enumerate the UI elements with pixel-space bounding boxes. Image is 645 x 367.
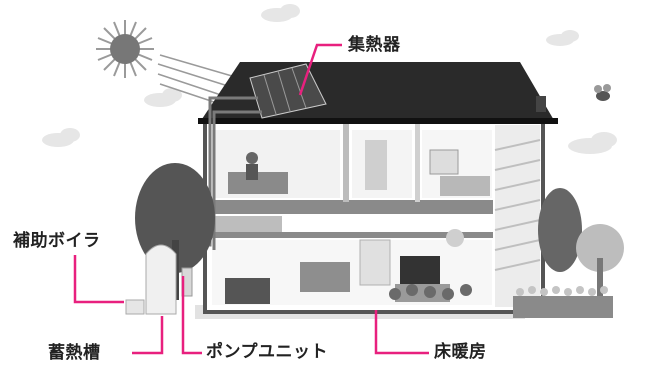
label-auxiliary-boiler: 補助ボイラ: [13, 231, 101, 251]
garden-flowers: [516, 286, 608, 296]
label-floor-heating: 床暖房: [434, 342, 487, 362]
cloud-icon: [261, 4, 300, 22]
potted-flowers: [389, 284, 472, 300]
cloud-icon: [568, 132, 617, 154]
sun-icon: [96, 20, 154, 78]
house: [203, 118, 545, 314]
collector-leader: [298, 43, 342, 96]
leader-lines: [73, 43, 429, 355]
auxiliary-boiler: [125, 299, 145, 315]
label-collector: 集熱器: [348, 35, 401, 55]
storage-tank-leader: [132, 316, 164, 355]
label-storage-tank: 蓄熱槽: [48, 343, 101, 363]
aux-boiler-leader: [73, 255, 124, 304]
cloud-icon: [546, 30, 579, 46]
storage-tank: [145, 244, 177, 315]
cloud-icon: [42, 128, 80, 147]
floor-heating-leader: [374, 310, 429, 355]
label-pump-unit: ポンプユニット: [206, 342, 328, 362]
bee-icon: [594, 84, 611, 101]
roof: [198, 62, 558, 124]
pump-unit-leader: [181, 276, 202, 355]
cloud-icon: [144, 88, 182, 107]
garden-bed: [513, 296, 613, 318]
tree: [538, 188, 624, 298]
